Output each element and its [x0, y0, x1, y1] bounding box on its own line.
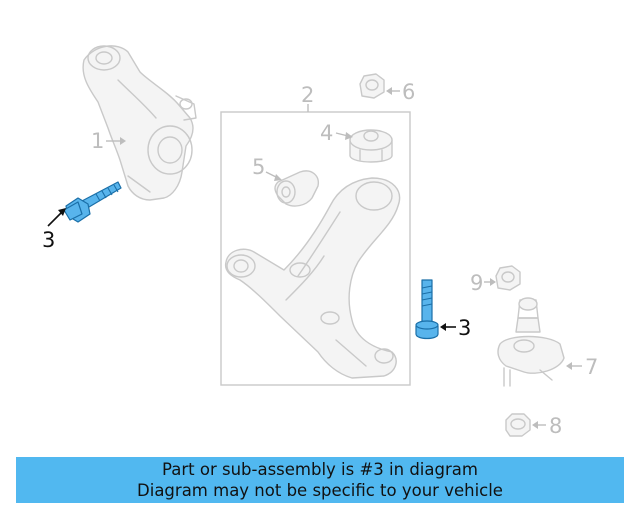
- banner-line-part-info: Part or sub-assembly is #3 in diagram: [162, 460, 478, 479]
- nut-9-part: [495, 265, 521, 291]
- control-arm-assembly-box: [220, 111, 411, 386]
- nut-6-part: [359, 73, 385, 99]
- callout-9: 9: [470, 271, 483, 295]
- bolt-3-right-part: [415, 279, 439, 340]
- rear-bushing-part: [349, 129, 393, 163]
- callout-8: 8: [549, 414, 562, 438]
- bolt-3-left-part: [63, 181, 122, 223]
- callout-3-right: 3: [458, 316, 471, 340]
- callout-5: 5: [252, 155, 265, 179]
- info-banner: Part or sub-assembly is #3 in diagram Di…: [16, 457, 624, 503]
- callout-3-left-leader: [47, 211, 63, 227]
- steering-knuckle-part: [82, 45, 197, 201]
- nut-8-part: [505, 413, 531, 437]
- control-arm-part: [224, 177, 401, 379]
- parts-diagram: 1 2 4 5 6: [42, 45, 598, 438]
- callout-6: 6: [402, 80, 415, 104]
- callout-2: 2: [301, 83, 314, 107]
- callout-4: 4: [320, 121, 333, 145]
- callout-1: 1: [91, 129, 104, 153]
- ball-joint-part: [497, 297, 565, 387]
- banner-line-disclaimer: Diagram may not be specific to your vehi…: [137, 481, 503, 500]
- callout-7: 7: [585, 355, 598, 379]
- callout-3-left: 3: [42, 228, 55, 252]
- front-bushing-part: [274, 170, 319, 207]
